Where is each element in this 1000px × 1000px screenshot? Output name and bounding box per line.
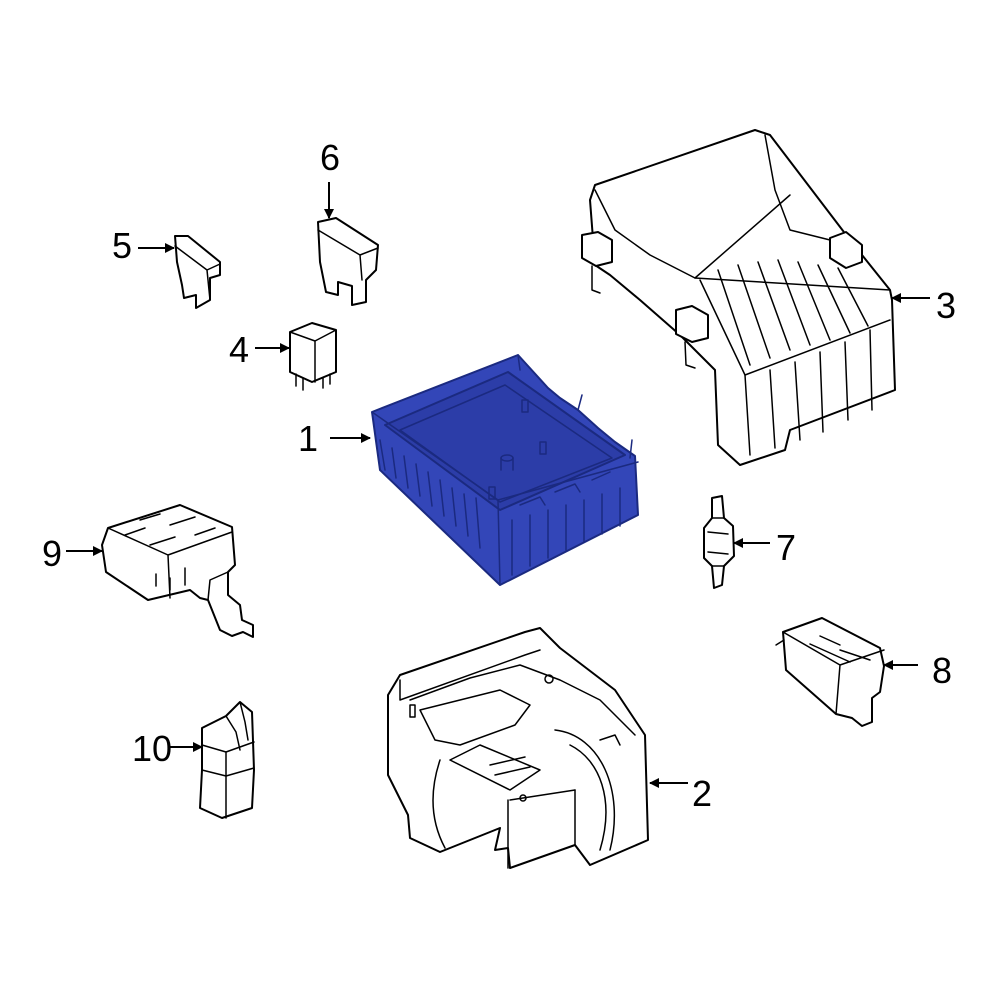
part-4-relay[interactable] [289,322,337,391]
callout-7: 7 [733,527,796,568]
part-1-fuse-box-base[interactable] [371,354,639,586]
callout-3: 3 [891,285,956,326]
callout-6-number: 6 [320,137,340,178]
callout-2: 2 [649,773,712,814]
callout-4: 4 [229,329,290,370]
callout-2-number: 2 [692,773,712,814]
part-10-connector-clip[interactable] [199,701,255,819]
callout-8: 8 [883,650,952,691]
callout-10-number: 10 [132,728,172,769]
callout-7-number: 7 [776,527,796,568]
part-3-fuse-box-cover[interactable] [581,129,896,466]
part-9-relay-carrier[interactable] [101,504,254,638]
callout-4-number: 4 [229,329,249,370]
part-2-lower-housing[interactable] [387,627,649,869]
callout-9-number: 9 [42,533,62,574]
part-5-blade-fuse[interactable] [174,235,221,309]
part-7-strip-fuse[interactable] [703,495,735,589]
callout-5-number: 5 [112,225,132,266]
callout-6: 6 [320,137,340,219]
callout-8-number: 8 [932,650,952,691]
part-8-module[interactable] [775,617,885,727]
callout-10: 10 [132,728,203,769]
callout-1-number: 1 [298,418,318,459]
callout-1: 1 [298,418,371,459]
part-6-maxi-fuse[interactable] [317,217,379,306]
callout-3-number: 3 [936,285,956,326]
callout-9: 9 [42,533,103,574]
callout-5: 5 [112,225,175,266]
